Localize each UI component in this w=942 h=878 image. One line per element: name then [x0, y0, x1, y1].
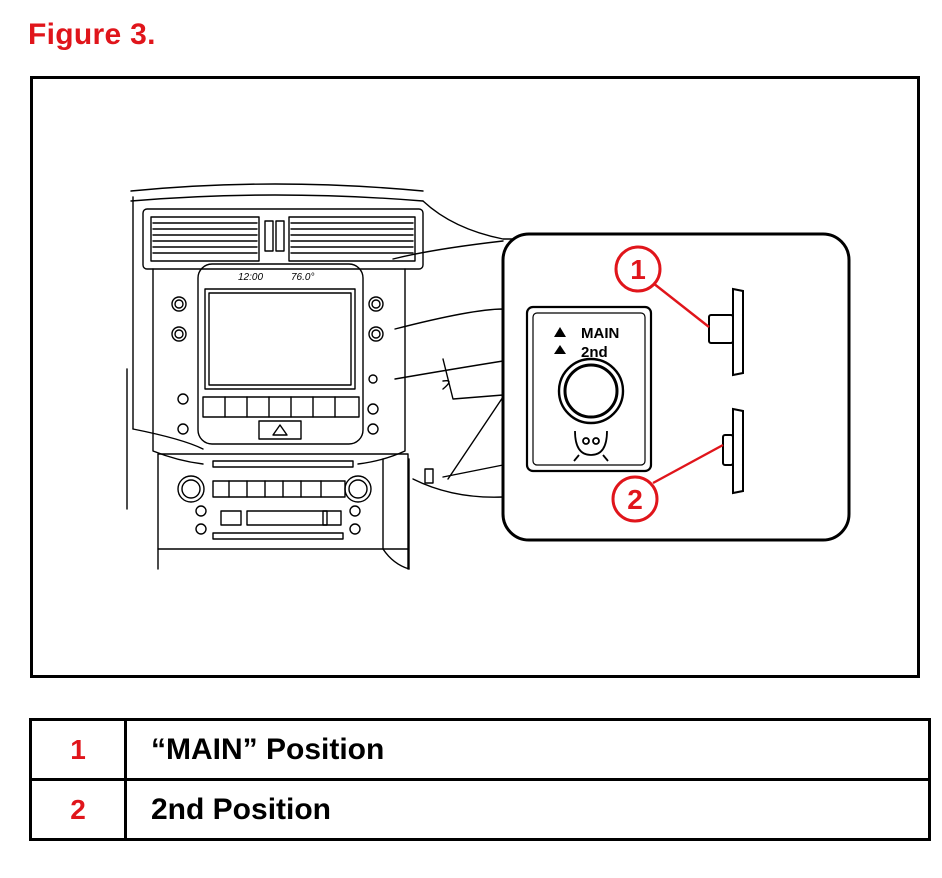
callout-1-leader: [652, 282, 710, 328]
climate-buttons: [202, 396, 360, 418]
side-view-main-housing: [732, 287, 744, 377]
hazard-button: [258, 420, 302, 440]
volume-knob: [177, 475, 205, 503]
temp-readout: 76.0°: [291, 272, 314, 283]
inset-leader-lower: [442, 464, 504, 478]
buckle-icon: [573, 430, 609, 462]
side-view-2nd-button: [722, 434, 734, 466]
callout-1-number: 1: [630, 254, 646, 285]
switch-main-label: MAIN: [581, 325, 619, 342]
legend-table: 1 “MAIN” Position 2 2nd Position: [29, 718, 931, 841]
legend-label: 2nd Position: [124, 778, 931, 841]
display-bezel: [197, 263, 364, 445]
switch-second-label: 2nd: [581, 344, 608, 361]
dash-top-edge: [130, 183, 424, 192]
nav-screen: [204, 288, 356, 390]
legend-number: 2: [29, 778, 127, 841]
side-view-main-button: [708, 314, 734, 344]
callout-2-circle: [611, 475, 659, 523]
dashboard-illustration: 12:00 76.0° MAIN 2nd: [126, 183, 851, 570]
audio-unit: [157, 453, 409, 550]
callout-2-leader: [652, 443, 724, 485]
air-vents: [142, 208, 424, 270]
legend-number: 1: [29, 718, 127, 781]
switch-location-marker: [424, 468, 434, 484]
legend-row: 2 2nd Position: [29, 778, 931, 841]
second-seat-icon: [554, 345, 566, 354]
callout-1-circle: [614, 245, 662, 293]
legend-row: 1 “MAIN” Position: [29, 718, 931, 781]
clock-readout: 12:00: [238, 272, 263, 283]
main-seat-icon: [554, 327, 566, 337]
figure-title: Figure 3.: [28, 18, 156, 51]
legend-label: “MAIN” Position: [124, 718, 931, 781]
side-view-2nd-housing: [732, 407, 744, 495]
callout-2-number: 2: [627, 484, 643, 515]
center-stack-outline: [152, 268, 204, 465]
illustration-frame: 12:00 76.0° MAIN 2nd: [30, 76, 920, 678]
inset-leader-upper: [447, 396, 504, 480]
inset-callout-panel: MAIN 2nd 1 2: [501, 232, 851, 542]
